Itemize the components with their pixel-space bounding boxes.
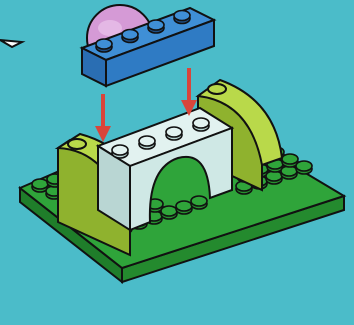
stud — [191, 196, 207, 209]
stud — [266, 171, 282, 184]
stud — [148, 20, 164, 33]
stud — [96, 39, 112, 52]
stud — [176, 201, 192, 214]
stud — [193, 118, 209, 131]
stud — [296, 161, 312, 174]
stud — [161, 206, 177, 219]
pointer-arrow-icon — [0, 40, 22, 47]
down-arrow-icon — [95, 94, 111, 142]
down-arrow-icon — [181, 68, 197, 116]
stud — [281, 166, 297, 179]
stud — [139, 136, 155, 149]
stud — [112, 145, 128, 158]
stud — [122, 30, 138, 43]
stud — [166, 127, 182, 140]
stud — [174, 11, 190, 24]
